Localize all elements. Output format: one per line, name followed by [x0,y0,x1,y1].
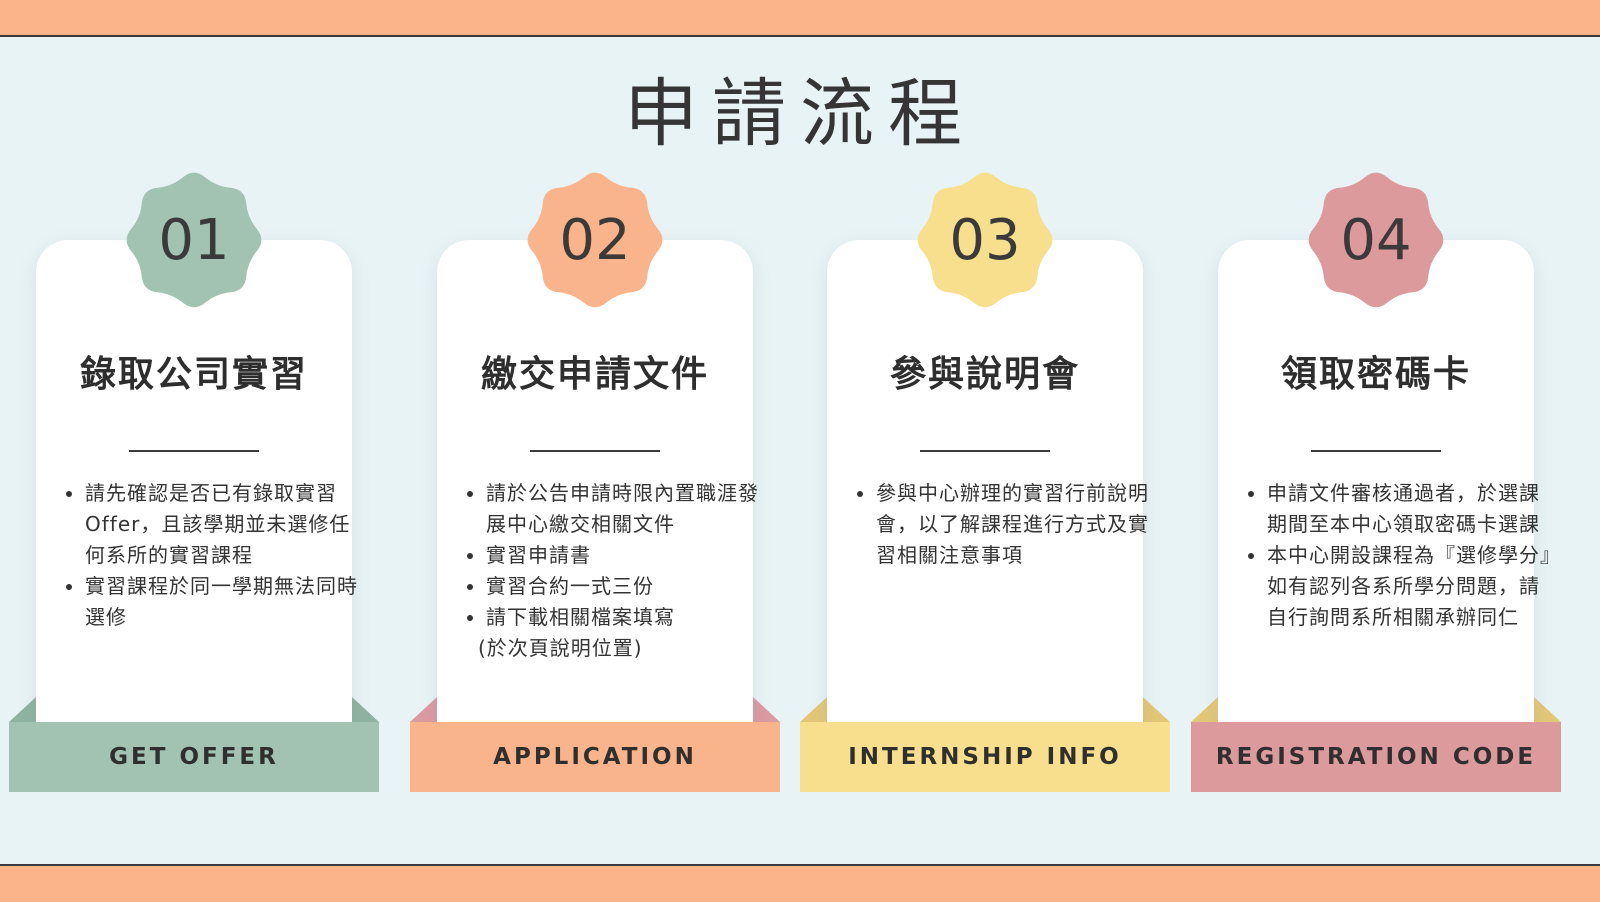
ribbon-fold-right [1534,697,1561,722]
step-card-2: APPLICATION 02 繳交申請文件 請於公告申請時限內置職涯發展中心繳交… [410,0,780,900]
bullet-item: 實習合約一式三份 [486,571,772,602]
step-number: 01 [158,207,230,273]
step-card-body [437,240,753,730]
step-number-badge: 02 [523,168,667,312]
bullet-item: 本中心開設課程為『選修學分』如有認列各系所學分問題，請自行詢問系所相關承辦同仁 [1267,540,1553,633]
step-card-1: GET OFFER 01 錄取公司實習 請先確認是否已有錄取實習Offer，且該… [9,0,379,900]
bullet-item: 參與中心辦理的實習行前說明會，以了解課程進行方式及實習相關注意事項 [876,478,1162,571]
step-ribbon-label: APPLICATION [410,722,780,792]
ribbon-fold-left [1191,697,1218,722]
step-bullet-list: 請於公告申請時限內置職涯發展中心繳交相關文件實習申請書實習合約一式三份請下載相關… [462,478,772,664]
ribbon-fold-left [800,697,827,722]
starburst-fill [527,172,663,308]
step-number-badge: 03 [913,168,1057,312]
step-heading: 領取密碼卡 [1280,354,1471,395]
step-bullet-list: 參與中心辦理的實習行前說明會，以了解課程進行方式及實習相關注意事項 [852,478,1162,571]
step-heading: 錄取公司實習 [79,354,308,395]
ribbon-fold-left [410,697,437,722]
bullet-item: 實習課程於同一學期無法同時選修 [85,571,371,633]
step-number: 02 [559,207,631,273]
heading-divider [1311,450,1441,452]
ribbon-fold-right [1143,697,1170,722]
heading-divider [129,450,259,452]
bottom-band [0,864,1600,902]
bullet-item: 請於公告申請時限內置職涯發展中心繳交相關文件 [486,478,772,540]
step-card-body [1218,240,1534,730]
step-number: 03 [949,207,1021,273]
bullet-item: 實習申請書 [486,540,772,571]
step-number-badge: 01 [122,168,266,312]
starburst-shape [527,172,663,308]
starburst-shape [1308,172,1444,308]
top-band [0,0,1600,37]
bullet-item: 請下載相關檔案填寫 [486,602,772,633]
ribbon-fold-right [753,697,780,722]
step-card-body [36,240,352,730]
ribbon-fold-left [9,697,36,722]
starburst-shape [126,172,262,308]
step-ribbon-label: REGISTRATION CODE [1191,722,1561,792]
heading-divider [920,450,1050,452]
step-ribbon-label: INTERNSHIP INFO [800,722,1170,792]
starburst-shape [917,172,1053,308]
step-number: 04 [1340,207,1412,273]
step-card-body [827,240,1143,730]
step-bullet-list: 請先確認是否已有錄取實習Offer，且該學期並未選修任何系所的實習課程實習課程於… [61,478,371,633]
ribbon-fold-right [352,697,379,722]
step-number-badge: 04 [1304,168,1448,312]
starburst-fill [126,172,262,308]
step-heading: 繳交申請文件 [480,354,709,395]
step-card-4: REGISTRATION CODE 04 領取密碼卡 申請文件審核通過者，於選課… [1191,0,1561,900]
bullet-note: (於次頁說明位置) [478,636,643,660]
step-ribbon-label: GET OFFER [9,722,379,792]
starburst-fill [917,172,1053,308]
page-title: 申請流程 [624,71,976,157]
step-card-3: INTERNSHIP INFO 03 參與說明會 參與中心辦理的實習行前說明會，… [800,0,1170,900]
bullet-item: 申請文件審核通過者，於選課期間至本中心領取密碼卡選課 [1267,478,1553,540]
step-heading: 參與說明會 [889,354,1080,395]
step-bullet-list: 申請文件審核通過者，於選課期間至本中心領取密碼卡選課本中心開設課程為『選修學分』… [1243,478,1553,633]
heading-divider [530,450,660,452]
bullet-item: 請先確認是否已有錄取實習Offer，且該學期並未選修任何系所的實習課程 [85,478,371,571]
starburst-fill [1308,172,1444,308]
